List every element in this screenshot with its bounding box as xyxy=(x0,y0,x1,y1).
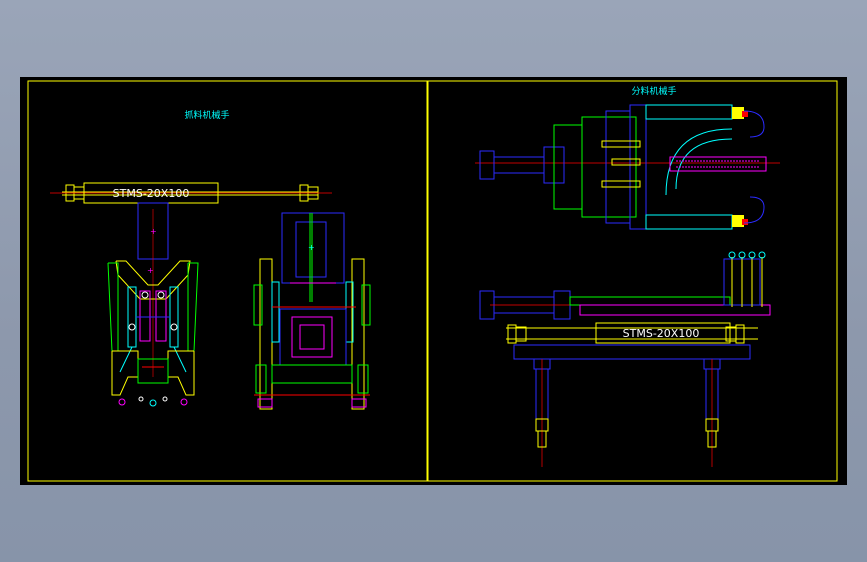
cad-viewport[interactable]: 抓料机械手 分料机械手 STMS-20X100 + + xyxy=(20,77,847,485)
left-frame xyxy=(27,80,428,482)
svg-text:+: + xyxy=(147,266,154,275)
svg-text:+: + xyxy=(150,227,157,236)
sorter-front-view: STMS-20X100 xyxy=(479,251,771,467)
right-title: 分料机械手 xyxy=(631,85,676,97)
cylinder-body-right xyxy=(595,322,731,344)
sorter-top-view xyxy=(475,104,780,230)
gripper-side-view: + xyxy=(253,212,371,410)
right-frame xyxy=(427,80,838,482)
left-title: 抓料机械手 xyxy=(184,109,229,121)
cylinder-label-right: STMS-20X100 xyxy=(623,327,700,340)
cad-drawing: 抓料机械手 分料机械手 STMS-20X100 + + xyxy=(27,80,838,482)
cylinder-label-left: STMS-20X100 xyxy=(113,187,190,200)
svg-text:+: + xyxy=(308,243,315,252)
gripper-front-view: STMS-20X100 + + xyxy=(50,182,332,407)
